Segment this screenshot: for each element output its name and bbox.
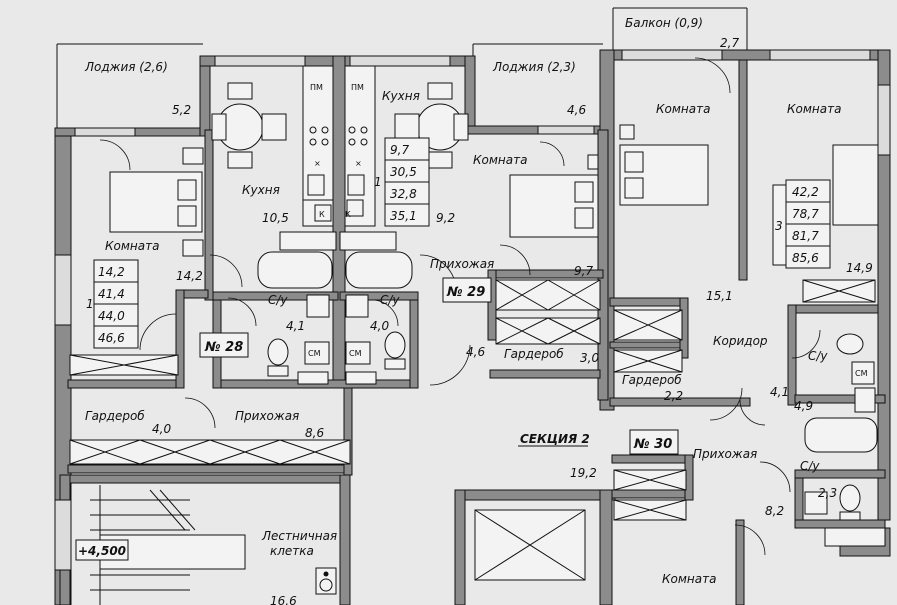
area-corridor: 15,1 (706, 289, 733, 303)
kitchen-counter-b (344, 65, 376, 227)
svg-text:46,6: 46,6 (98, 331, 125, 345)
svg-text:85,6: 85,6 (792, 251, 819, 265)
wardrobe-crossed-boxes (69, 279, 876, 521)
apt-area-table-29: 1 9,7 30,5 32,8 35,1 (374, 137, 430, 227)
label-loggia-mid: Лоджия (2,3) (492, 60, 576, 74)
area-hall-c: 19,2 (570, 466, 597, 480)
label-wardrobe-c: Гардероб (622, 373, 682, 387)
area-loggia-left: 5,2 (172, 103, 191, 117)
area-hall-c-right: 8,2 (765, 504, 784, 518)
label-hall-c: Прихожая (693, 447, 757, 461)
label-kitchen-b: Кухня (382, 89, 420, 103)
apt28-rooms: 1 (86, 297, 94, 311)
apt-number-28: № 28 (204, 340, 243, 355)
area-wardrobe-c: 2,2 (664, 389, 683, 403)
level-text: +4,500 (78, 544, 126, 558)
area-room-b: 9,7 (574, 264, 593, 278)
svg-text:14,2: 14,2 (98, 265, 125, 279)
label-wardrobe-b: Гардероб (504, 347, 564, 361)
apt-number-30: № 30 (633, 437, 672, 452)
area-hall-a: 8,6 (305, 426, 324, 440)
level-mark (75, 539, 129, 561)
area-bath-c: 4,1 (770, 385, 789, 399)
svg-text:41,4: 41,4 (98, 287, 125, 301)
label-bath-d: С/у (800, 459, 820, 473)
label-bath-b: С/у (380, 293, 400, 307)
svg-text:35,1: 35,1 (390, 209, 417, 223)
label-room-c: Комната (656, 102, 710, 116)
label-hall-a: Прихожая (235, 409, 299, 423)
apt-area-table-28: 1 14,2 41,4 44,0 46,6 (86, 259, 139, 349)
label-room-b: Комната (473, 153, 527, 167)
svg-text:81,7: 81,7 (792, 229, 819, 243)
area-room-d: 14,9 (846, 261, 873, 275)
label-stairs-1: Лестничная (261, 529, 337, 543)
area-room-a: 14,2 (176, 269, 203, 283)
fixture-x-b: × (355, 159, 362, 168)
fixture-k-b: К (345, 210, 351, 219)
label-room-e: Комната (662, 572, 716, 586)
apt-number-29: № 29 (446, 285, 485, 300)
label-stairs-2: клетка (270, 544, 314, 558)
area-bath-b: 4,0 (370, 319, 389, 333)
svg-text:78,7: 78,7 (792, 207, 819, 221)
kitchen-counter-a (302, 65, 334, 227)
label-bath-a: С/у (268, 293, 288, 307)
area-wardrobe-b: 3,0 (580, 351, 599, 365)
label-balcony: Балкон (0,9) (625, 16, 703, 30)
apt30-rooms: 3 (775, 219, 783, 233)
area-bath-a: 4,1 (286, 319, 305, 333)
area-stairs: 16,6 (270, 594, 297, 605)
fixture-sm-c: СМ (855, 369, 868, 378)
label-loggia-left: Лоджия (2,6) (84, 60, 168, 74)
wheelchair-icon (315, 567, 337, 595)
area-wardrobe-a: 4,0 (152, 422, 171, 436)
label-wardrobe-a: Гардероб (85, 409, 145, 423)
svg-text:30,5: 30,5 (390, 165, 417, 179)
label-corridor: Коридор (713, 334, 768, 348)
area-balcony: 2,7 (720, 36, 739, 50)
area-loggia-mid: 4,6 (567, 103, 586, 117)
fixture-k-a: К (319, 210, 325, 219)
fixture-sm-a: СМ (308, 349, 321, 358)
label-kitchen-a: Кухня (242, 183, 280, 197)
section-label: СЕКЦИЯ 2 (520, 432, 590, 446)
label-hall-b: Прихожая (430, 257, 494, 271)
label-bath-c: С/у (808, 349, 828, 363)
svg-text:9,7: 9,7 (390, 143, 409, 157)
fixture-pm-a: ПМ (310, 83, 323, 92)
area-bath-d: 2,3 (818, 486, 837, 500)
fixture-sm-b: СМ (349, 349, 362, 358)
apt-badge-28 (199, 332, 249, 358)
fixture-x-a: × (314, 159, 321, 168)
area-room-e-left: 4,9 (794, 399, 813, 413)
svg-text:42,2: 42,2 (792, 185, 819, 199)
area-hall-b: 4,6 (466, 345, 485, 359)
area-kitchen-b: 9,2 (436, 211, 455, 225)
bathtub-a (257, 251, 333, 289)
apt-area-table-30: 3 42,2 78,7 81,7 85,6 (775, 179, 831, 269)
apt29-rooms: 1 (374, 175, 382, 189)
apt-badge-29 (442, 277, 492, 303)
label-room-a: Комната (105, 239, 159, 253)
fixture-pm-b: ПМ (351, 83, 364, 92)
toilet-a (267, 338, 289, 366)
wall-kitchen-split (332, 55, 346, 387)
svg-text:32,8: 32,8 (390, 187, 417, 201)
label-room-d: Комната (787, 102, 841, 116)
wall-loggia-left-right (199, 55, 211, 137)
svg-text:44,0: 44,0 (98, 309, 125, 323)
area-kitchen-a: 10,5 (262, 211, 289, 225)
apt-badge-30 (629, 429, 679, 455)
